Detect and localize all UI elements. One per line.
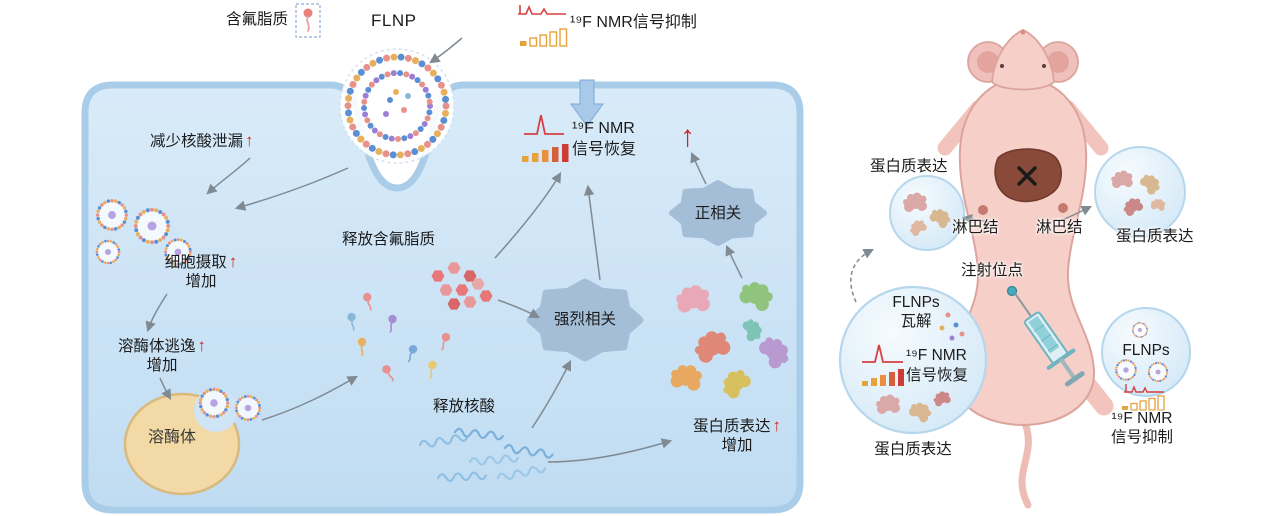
injection-site-label: 注射位点 <box>961 262 1024 279</box>
nmr-recovery-bubble-line1: ¹⁹F NMR <box>906 347 967 364</box>
cell-uptake-text2: 增加 <box>185 272 217 290</box>
nmr-recovery-icon-bubble <box>862 344 904 386</box>
lysosome-escape-text: 溶酶体逃逸 <box>117 338 196 355</box>
release-nucleic-acid-label: 释放核酸 <box>433 398 496 415</box>
protein-expression-text2: 增加 <box>721 436 753 454</box>
blue-down-arrow <box>570 79 604 127</box>
callout-flnps-disintegrate <box>838 285 988 435</box>
positive-correlation-label: 正相关 <box>694 205 742 222</box>
nmr-suppressed-bottom-text2: 信号抑制 <box>1110 428 1174 446</box>
lymph-node-right-dot <box>1058 203 1068 213</box>
lymph-node-left-label: 淋巴结 <box>952 219 999 236</box>
flnp-particle-icon <box>339 48 455 164</box>
cell-uptake-text: 细胞摄取 <box>164 254 227 271</box>
nmr-recovery-label-line1: ¹⁹F NMR <box>572 120 635 137</box>
right-flow-arrows <box>850 205 1093 303</box>
callout-protein-top-right <box>1094 146 1186 238</box>
injection-site-dot <box>1006 285 1018 297</box>
up-arrow-icon: ↑ <box>228 252 238 271</box>
flnps-disintegrate-text1: FLNPs <box>892 294 940 311</box>
fluorinated-lipid-icon <box>295 3 321 38</box>
reduce-leakage-label: 减少核酸泄漏↑ <box>150 130 254 151</box>
callout-protein-top-left <box>889 175 965 251</box>
lysosome-escape-text2: 增加 <box>146 356 178 374</box>
protein-expression-top-right-label: 蛋白质表达 <box>1116 228 1194 245</box>
nmr-suppressed-bottom-label: ¹⁹F NMR 信号抑制 <box>1111 410 1173 448</box>
flow-arrows <box>145 37 743 463</box>
lysosome-icon <box>123 387 262 496</box>
flnps-disintegrate-label: FLNPs 瓦解 <box>892 294 939 332</box>
strong-correlation-cloud <box>526 278 644 362</box>
up-arrow-icon: ↑ <box>772 416 782 435</box>
release-lipid-label: 释放含氟脂质 <box>342 231 436 248</box>
protein-expression-top-left-label: 蛋白质表达 <box>870 158 948 175</box>
callout-flnps <box>1101 307 1191 397</box>
flnp-label: FLNP <box>371 11 417 30</box>
liver-x-icon <box>1017 166 1037 186</box>
lymph-node-right-label: 淋巴结 <box>1036 219 1083 236</box>
flnps-label: FLNPs <box>1122 342 1170 359</box>
nmr-suppressed-icon-bottom <box>1122 384 1165 411</box>
strong-correlation-label: 强烈相关 <box>553 311 617 328</box>
up-arrow-icon: ↑ <box>245 131 254 150</box>
syringe-icon <box>1014 293 1085 387</box>
flnps-disintegrate-text2: 瓦解 <box>900 312 932 330</box>
nmr-suppressed-label: ¹⁹F NMR信号抑制 <box>570 14 697 31</box>
nmr-suppressed-icon <box>518 4 568 47</box>
liver-icon <box>994 148 1062 203</box>
up-arrow-icon: ↑ <box>197 336 207 355</box>
lysosome-label: 溶酶体 <box>147 429 197 446</box>
protein-expression-text: 蛋白质表达 <box>692 418 771 435</box>
positive-correlation-cloud <box>669 180 767 246</box>
nmr-recovery-label-line2: 信号恢复 <box>572 141 637 158</box>
nmr-recovery-bubble-line2: 信号恢复 <box>906 367 969 384</box>
protein-expression-increase-label: 蛋白质表达↑ 增加 <box>693 416 781 456</box>
reduce-leakage-text: 减少核酸泄漏 <box>150 133 244 150</box>
nmr-recovery-icon <box>522 114 569 162</box>
lysosome-escape-label: 溶酶体逃逸↑ 增加 <box>118 336 206 376</box>
cell-uptake-label: 细胞摄取↑ 增加 <box>165 252 238 292</box>
recovery-up-arrow: ↑ <box>680 120 695 153</box>
lymph-node-left-dot <box>978 205 988 215</box>
nmr-suppressed-bottom-text1: ¹⁹F NMR <box>1111 410 1173 427</box>
fluorinated-lipid-label: 含氟脂质 <box>226 11 289 28</box>
protein-expression-bottom-label: 蛋白质表达 <box>874 441 952 458</box>
